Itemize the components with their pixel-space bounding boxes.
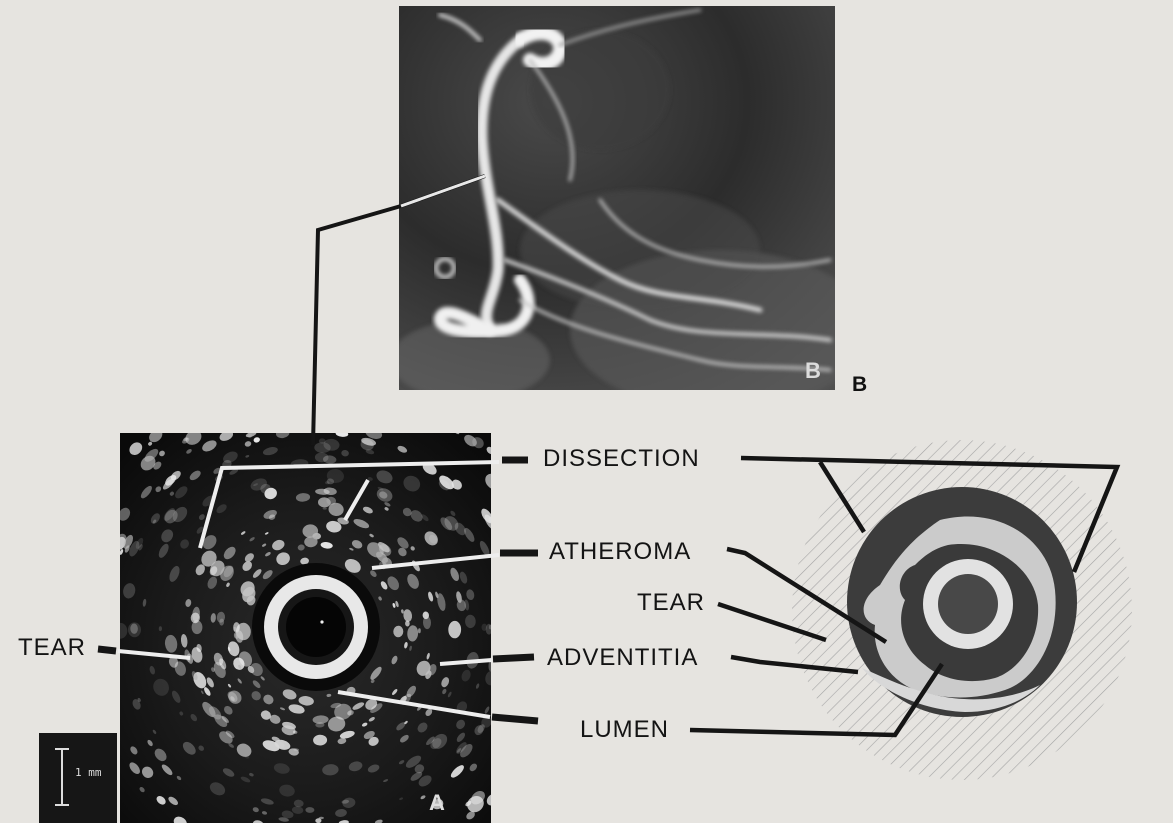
label-tear-diagram: TEAR: [637, 591, 705, 615]
panel-b-inset-letter: B: [805, 358, 821, 383]
scale-bar-label: 1 mm: [75, 766, 102, 779]
panel-a-letter: A: [429, 790, 445, 815]
schematic-diagram: [792, 440, 1132, 780]
panel-b-letter: B: [852, 374, 867, 395]
label-adventitia: ADVENTITIA: [547, 646, 698, 670]
lumen-leader-stub: [492, 717, 538, 721]
angiogram-panel-b: B: [390, 6, 870, 410]
scale-bar: 1 mm: [39, 733, 117, 823]
label-atheroma: ATHEROMA: [549, 540, 691, 564]
tear-left-leader-stub: [98, 649, 116, 651]
adventitia-leader-stub: [493, 657, 534, 659]
label-dissection: DISSECTION: [543, 447, 700, 471]
ivus-panel-a: A: [113, 426, 503, 823]
label-tear-left: TEAR: [18, 636, 86, 660]
lumen-center: [938, 574, 998, 634]
ivus-lumen: [252, 563, 380, 691]
label-lumen: LUMEN: [580, 718, 669, 742]
